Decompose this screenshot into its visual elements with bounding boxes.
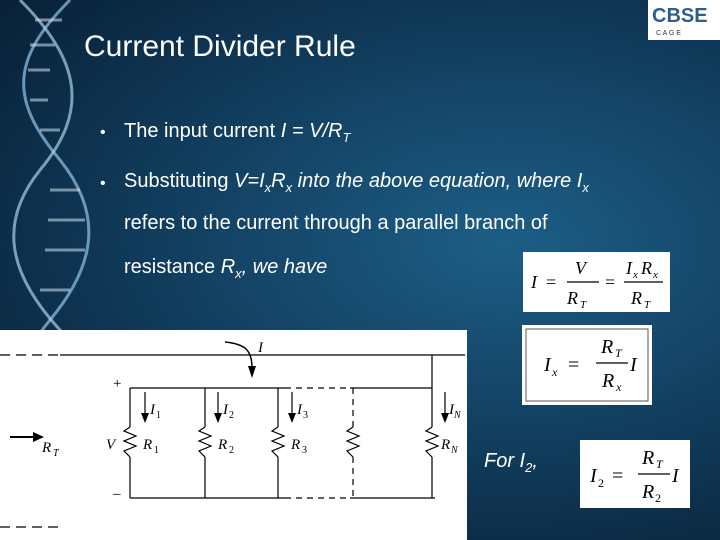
svg-text:N: N: [453, 410, 462, 421]
svg-text:2: 2: [598, 476, 604, 490]
svg-text:I: I: [296, 402, 303, 418]
bullet-dot: •: [100, 175, 106, 192]
svg-text:R: R: [601, 370, 614, 392]
svg-text:I: I: [257, 340, 264, 356]
parallel-circuit-diagram: I + – V R T I 1 R 1 I 2 R 2 I 3 R 3 I N …: [0, 330, 467, 540]
svg-text:R: R: [290, 437, 300, 453]
svg-text:I: I: [530, 272, 538, 292]
bullet-substituting-line2: refers to the current through a parallel…: [124, 212, 548, 234]
svg-text:V: V: [106, 437, 117, 453]
svg-text:x: x: [652, 269, 658, 281]
svg-text:V: V: [575, 258, 588, 278]
svg-text:I: I: [222, 402, 229, 418]
svg-text:2: 2: [655, 491, 661, 505]
svg-text:I: I: [589, 465, 598, 487]
svg-text:R: R: [217, 437, 227, 453]
svg-text:R: R: [630, 288, 642, 308]
svg-text:R: R: [41, 440, 51, 456]
svg-text:3: 3: [303, 410, 308, 421]
formula-input-current: I = V R T = I x R x R T: [523, 252, 670, 312]
svg-text:I: I: [625, 258, 633, 278]
svg-text:T: T: [580, 299, 587, 311]
svg-text:x: x: [615, 380, 622, 394]
svg-text:T: T: [615, 346, 623, 360]
bullet-substituting-line3: resistance Rx, we have: [124, 256, 328, 281]
svg-text:T: T: [53, 448, 60, 459]
svg-text:CBSE: CBSE: [652, 5, 708, 27]
svg-text:R: R: [641, 447, 654, 469]
svg-text:R: R: [641, 481, 654, 503]
svg-text:2: 2: [229, 445, 234, 456]
svg-text:R: R: [566, 288, 578, 308]
svg-text:T: T: [644, 299, 651, 311]
bullet-substituting-line1: Substituting V=IxRx into the above equat…: [124, 170, 589, 195]
svg-text:2: 2: [229, 410, 234, 421]
svg-text:x: x: [551, 365, 558, 379]
svg-text:=: =: [612, 465, 623, 487]
svg-text:I: I: [629, 354, 638, 376]
bullet-dot: •: [100, 124, 106, 141]
cbse-logo: CBSE C A G E: [648, 0, 720, 40]
svg-text:T: T: [656, 457, 664, 471]
svg-text:+: +: [113, 376, 121, 392]
svg-text:R: R: [600, 336, 613, 358]
svg-text:R: R: [440, 437, 450, 453]
slide-title: Current Divider Rule: [84, 30, 356, 63]
svg-text:R: R: [142, 437, 152, 453]
svg-text:N: N: [450, 445, 459, 456]
svg-text:=: =: [568, 354, 579, 376]
svg-text:–: –: [112, 486, 121, 502]
formula-current-divider: I x = R T I R x: [522, 325, 652, 405]
svg-text:C A G E: C A G E: [656, 30, 681, 37]
bullet-input-current: The input current I = V/RT: [124, 120, 351, 145]
svg-text:3: 3: [302, 445, 307, 456]
for-i2-label: For I2,: [484, 450, 538, 475]
formula-i2: I 2 = R T I R 2: [580, 440, 690, 508]
svg-text:1: 1: [154, 445, 159, 456]
svg-text:I: I: [448, 402, 455, 418]
svg-text:I: I: [671, 465, 680, 487]
svg-text:=: =: [546, 272, 556, 292]
svg-text:x: x: [632, 269, 638, 281]
svg-text:1: 1: [156, 410, 161, 421]
svg-text:I: I: [543, 354, 552, 376]
svg-text:R: R: [640, 258, 652, 278]
svg-text:=: =: [605, 272, 615, 292]
svg-text:I: I: [149, 402, 156, 418]
